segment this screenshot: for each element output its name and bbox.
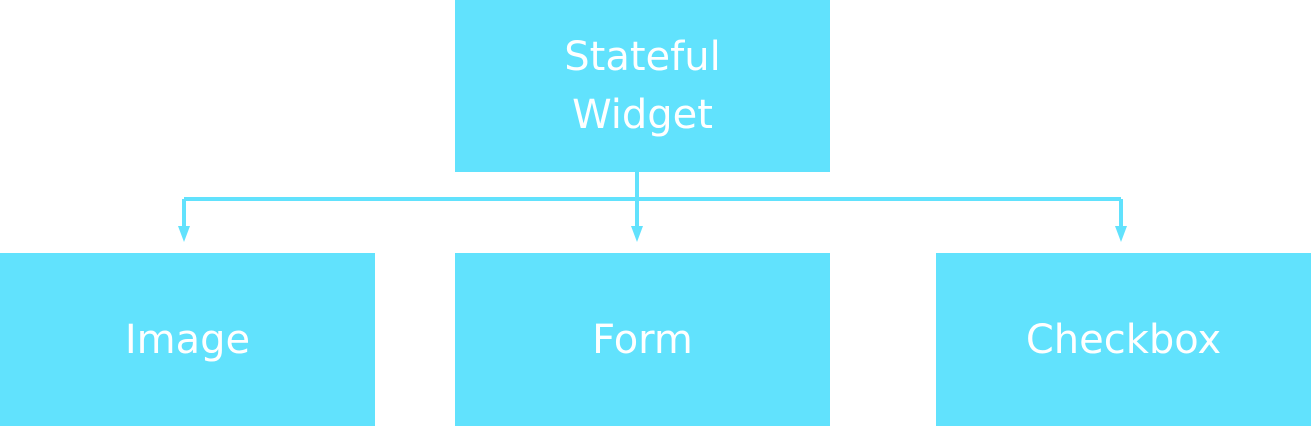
arrowhead-image	[178, 226, 190, 242]
root-node-label: Stateful Widget	[564, 34, 721, 138]
child-node-label-image: Image	[124, 316, 251, 363]
arrowhead-form	[631, 226, 643, 242]
child-node-form: Form	[455, 253, 830, 426]
child-node-label-form: Form	[592, 316, 693, 363]
child-node-image: Image	[0, 253, 375, 426]
root-node-stateful-widget: Stateful Widget	[455, 0, 830, 172]
child-node-checkbox: Checkbox	[936, 253, 1311, 426]
arrowhead-checkbox	[1115, 226, 1127, 242]
child-node-label-checkbox: Checkbox	[1025, 316, 1222, 363]
